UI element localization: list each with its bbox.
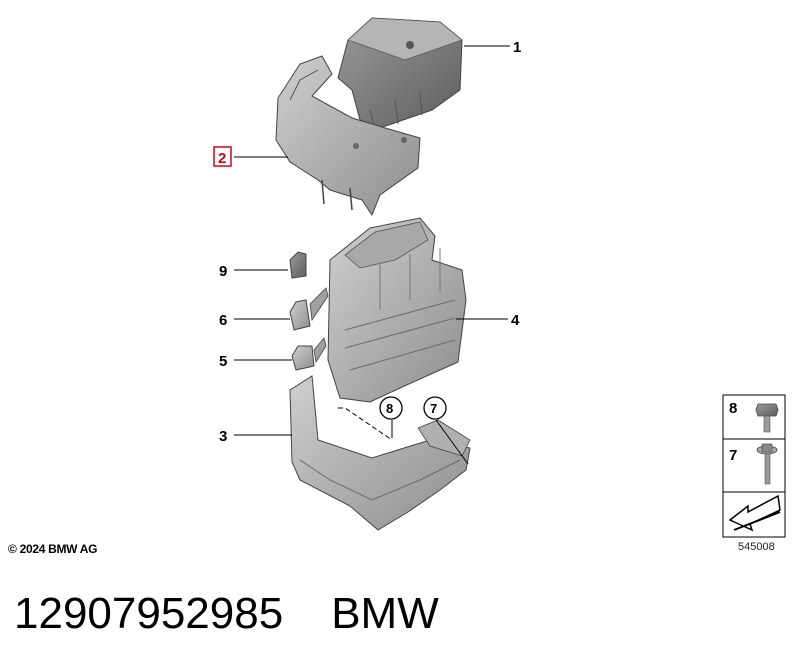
part-6-fuse-holder — [289, 287, 329, 331]
copyright-notice: © 2024 BMW AG — [8, 542, 98, 556]
svg-text:4: 4 — [511, 312, 520, 329]
fastener-legend: 8 7 — [722, 394, 786, 538]
svg-text:7: 7 — [729, 447, 737, 464]
svg-text:7: 7 — [430, 401, 437, 416]
part-3-lower-tray — [289, 375, 471, 531]
svg-text:6: 6 — [219, 312, 227, 329]
part-1-cover — [337, 17, 463, 131]
callout-1[interactable]: 1 — [513, 39, 521, 56]
part-caption: 12907952985 BMW — [14, 584, 439, 644]
washer-bolt-icon — [756, 443, 778, 485]
part-2-holder — [275, 55, 421, 217]
part-4-battery-tray — [327, 217, 467, 403]
svg-text:5: 5 — [219, 353, 227, 370]
parts-diagram: 1 2 9 6 5 3 4 8 7 8 7 — [213, 17, 786, 538]
callout-5[interactable]: 5 — [219, 353, 227, 370]
arrow-icon — [728, 494, 781, 532]
callout-circled-8[interactable]: 8 — [379, 396, 403, 420]
legend-item-8[interactable]: 8 — [729, 400, 779, 433]
callout-4[interactable]: 4 — [511, 312, 520, 329]
bolt-icon — [755, 403, 779, 433]
callout-2-highlighted[interactable]: 2 — [213, 146, 232, 167]
callout-3[interactable]: 3 — [219, 428, 227, 445]
svg-text:3: 3 — [219, 428, 227, 445]
diagram-code: 545008 — [738, 541, 775, 553]
leader-lines — [234, 45, 510, 465]
callout-6[interactable]: 6 — [219, 312, 227, 329]
part-9-clip — [289, 251, 307, 279]
brand-name: BMW — [331, 589, 439, 638]
callout-circled-7[interactable]: 7 — [423, 396, 447, 420]
svg-text:1: 1 — [513, 39, 521, 56]
svg-text:9: 9 — [219, 263, 227, 280]
svg-text:8: 8 — [386, 401, 393, 416]
callout-9[interactable]: 9 — [219, 263, 227, 280]
svg-text:2: 2 — [218, 150, 226, 167]
part-5-connector — [291, 337, 327, 371]
svg-text:8: 8 — [729, 400, 737, 417]
legend-item-7[interactable]: 7 — [729, 443, 778, 485]
part-number: 12907952985 — [14, 589, 284, 638]
